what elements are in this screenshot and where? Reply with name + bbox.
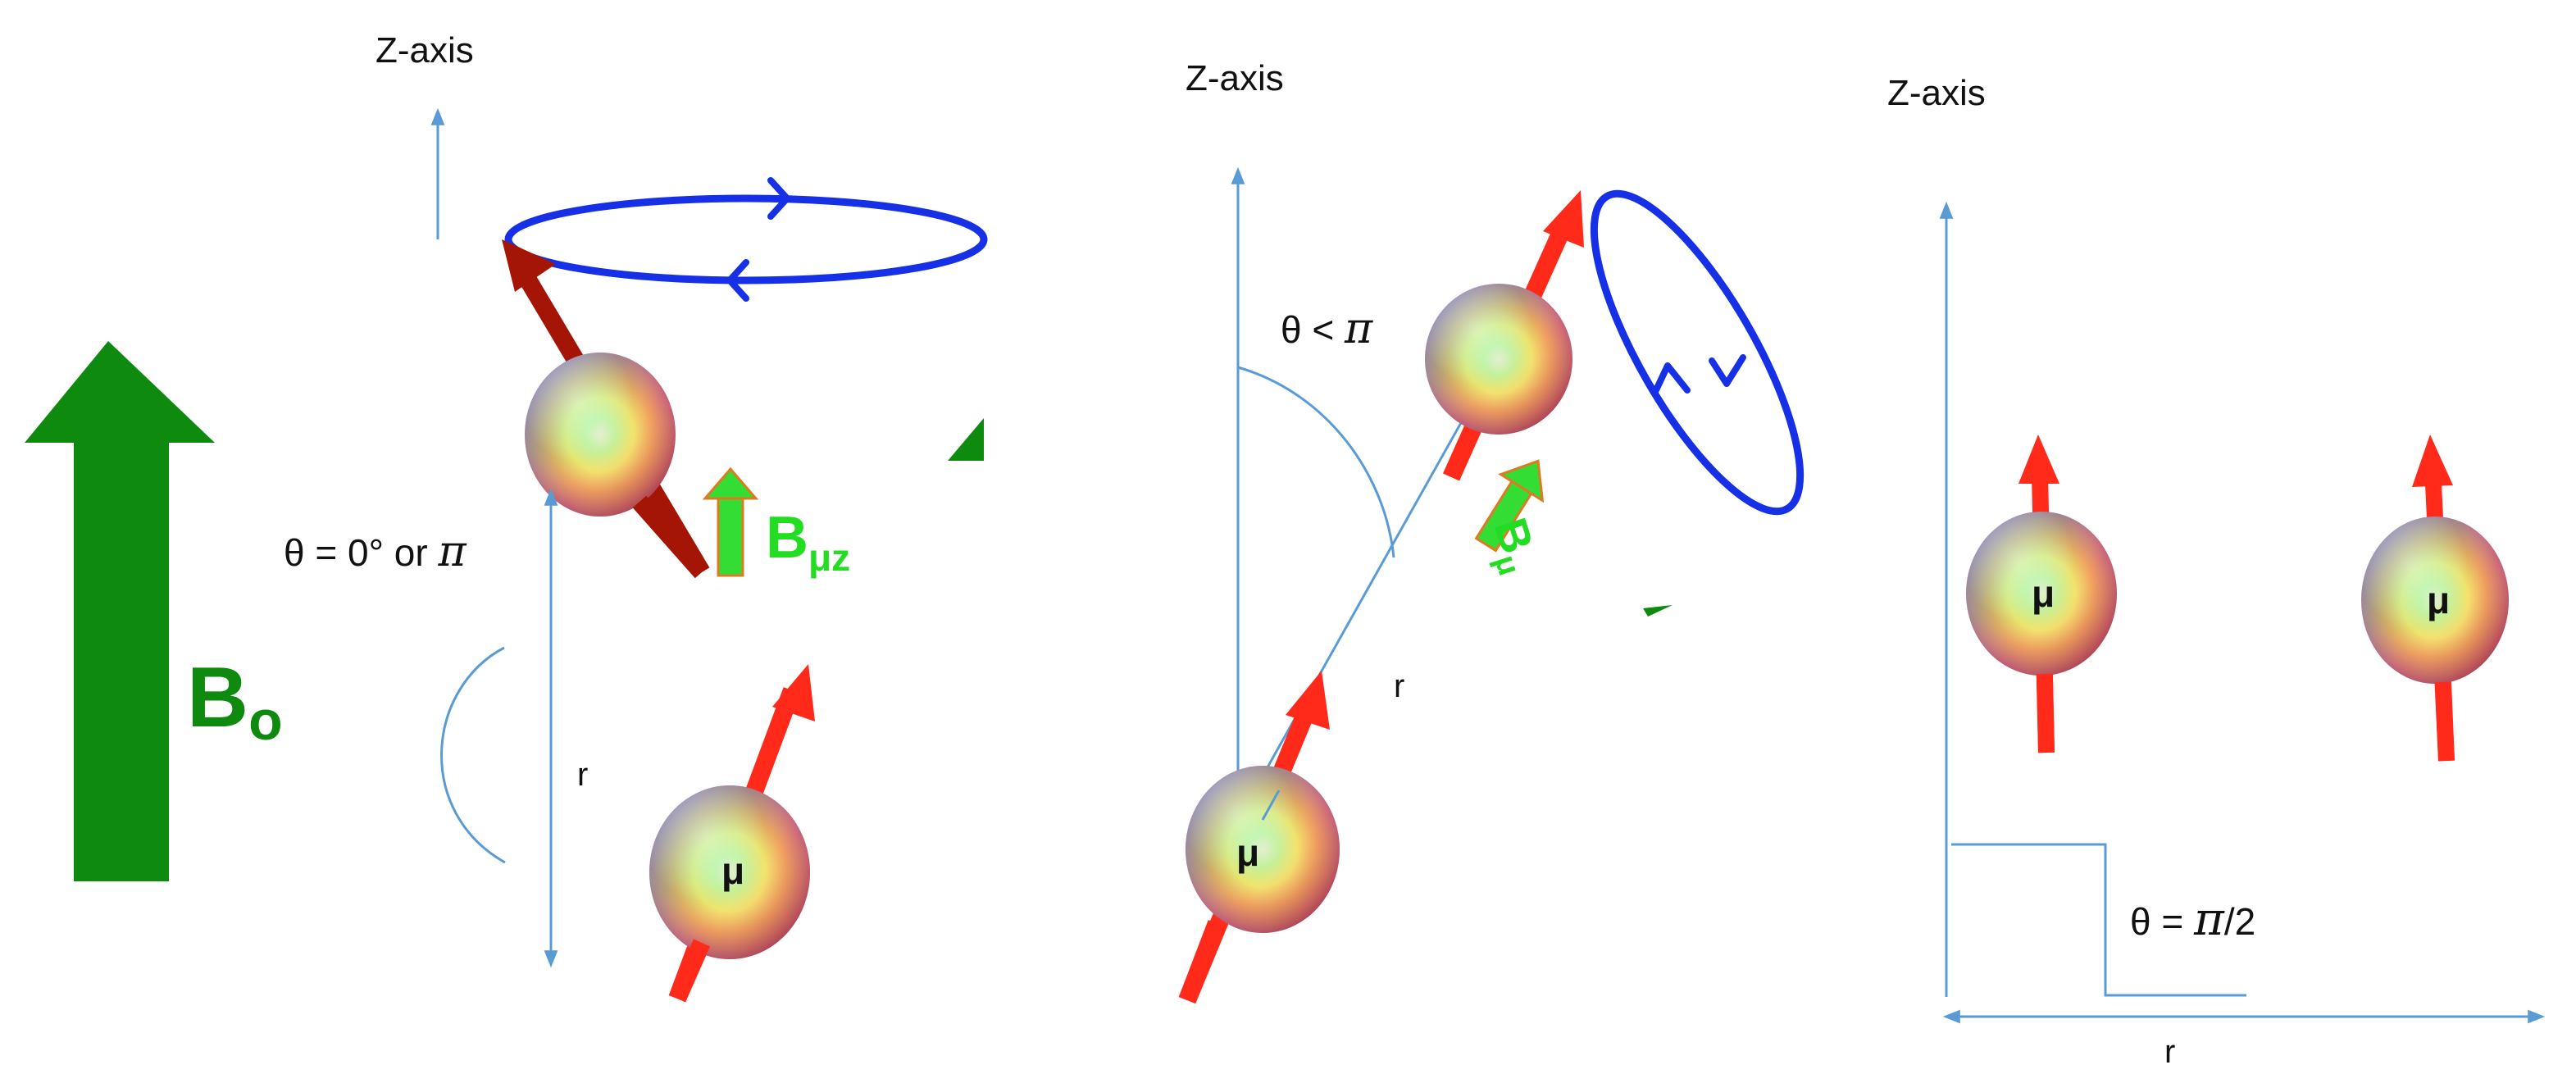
svg-text:Bμz: Bμz bbox=[766, 505, 850, 579]
field-arrow-icon bbox=[25, 341, 215, 881]
z-axis-label: Z-axis bbox=[375, 30, 474, 71]
field-arrowhead-icon bbox=[1498, 459, 1545, 503]
pi-symbol: π bbox=[437, 527, 467, 576]
moment-symbol: μ bbox=[721, 849, 744, 892]
z-axis-label: Z-axis bbox=[1186, 58, 1284, 98]
pi-symbol: π bbox=[1344, 304, 1373, 353]
dipole-field-arrow bbox=[1474, 459, 1545, 553]
moment-symbol: μ bbox=[2032, 572, 2055, 615]
dipole-field-arrow bbox=[702, 466, 759, 577]
moment-arrowhead-icon bbox=[2412, 435, 2453, 487]
svg-text:θ = π/2: θ = π/2 bbox=[2130, 893, 2255, 946]
dipole-field-label: B bbox=[766, 505, 808, 571]
field-label: B bbox=[187, 650, 248, 745]
radius-line bbox=[1236, 366, 1494, 821]
field-fragment bbox=[1643, 605, 1673, 617]
svg-text:θ = 0° or π: θ = 0° or π bbox=[284, 527, 467, 576]
field-fragment bbox=[948, 418, 984, 461]
moment-arrowhead-icon bbox=[1543, 190, 1584, 248]
angle-label: θ = 0° or bbox=[284, 531, 438, 574]
precession-loop bbox=[1590, 189, 1805, 516]
pi-symbol: π bbox=[2193, 893, 2225, 946]
angle-label: θ < bbox=[1281, 308, 1345, 351]
angle-arc bbox=[1237, 366, 1395, 558]
moment-arrowhead-icon bbox=[2018, 435, 2059, 484]
angle-label: θ = bbox=[2130, 900, 2194, 943]
field-subscript: o bbox=[248, 689, 283, 752]
right-angle-marker bbox=[1951, 843, 2246, 997]
z-axis-label: Z-axis bbox=[1887, 73, 1986, 113]
loop-arrow-icon bbox=[726, 259, 749, 302]
external-field-arrow: Bo bbox=[25, 341, 283, 881]
moment-arrowhead-icon bbox=[502, 239, 556, 292]
panel-left: Z-axis Bμz θ = 0° or π r bbox=[284, 30, 988, 1003]
field-arrowhead-icon bbox=[702, 466, 759, 500]
distance-label: r bbox=[577, 757, 588, 793]
dipole-field-subscript: μz bbox=[808, 536, 850, 579]
svg-text:Bo: Bo bbox=[187, 650, 283, 752]
panel-right: Z-axis r θ = π/2 μ μ bbox=[1887, 73, 2546, 1070]
distance-label: r bbox=[1394, 668, 1404, 704]
loop-arrow-icon bbox=[767, 177, 790, 220]
loop-arrow-icon bbox=[1651, 362, 1691, 397]
svg-text:θ < π: θ < π bbox=[1281, 304, 1373, 353]
precession-loop bbox=[504, 194, 988, 284]
moment-symbol: μ bbox=[2427, 579, 2450, 621]
angle-suffix: /2 bbox=[2224, 900, 2255, 943]
moment-arrowhead-icon bbox=[772, 664, 815, 721]
panel-middle: Z-axis θ < π r Bμ bbox=[1178, 58, 1805, 1004]
moment-arrowhead-icon bbox=[1286, 671, 1330, 730]
angle-arc bbox=[440, 646, 506, 864]
loop-arrow-icon bbox=[1709, 354, 1746, 387]
distance-label: r bbox=[2164, 1034, 2175, 1070]
moment-symbol: μ bbox=[1236, 831, 1259, 874]
